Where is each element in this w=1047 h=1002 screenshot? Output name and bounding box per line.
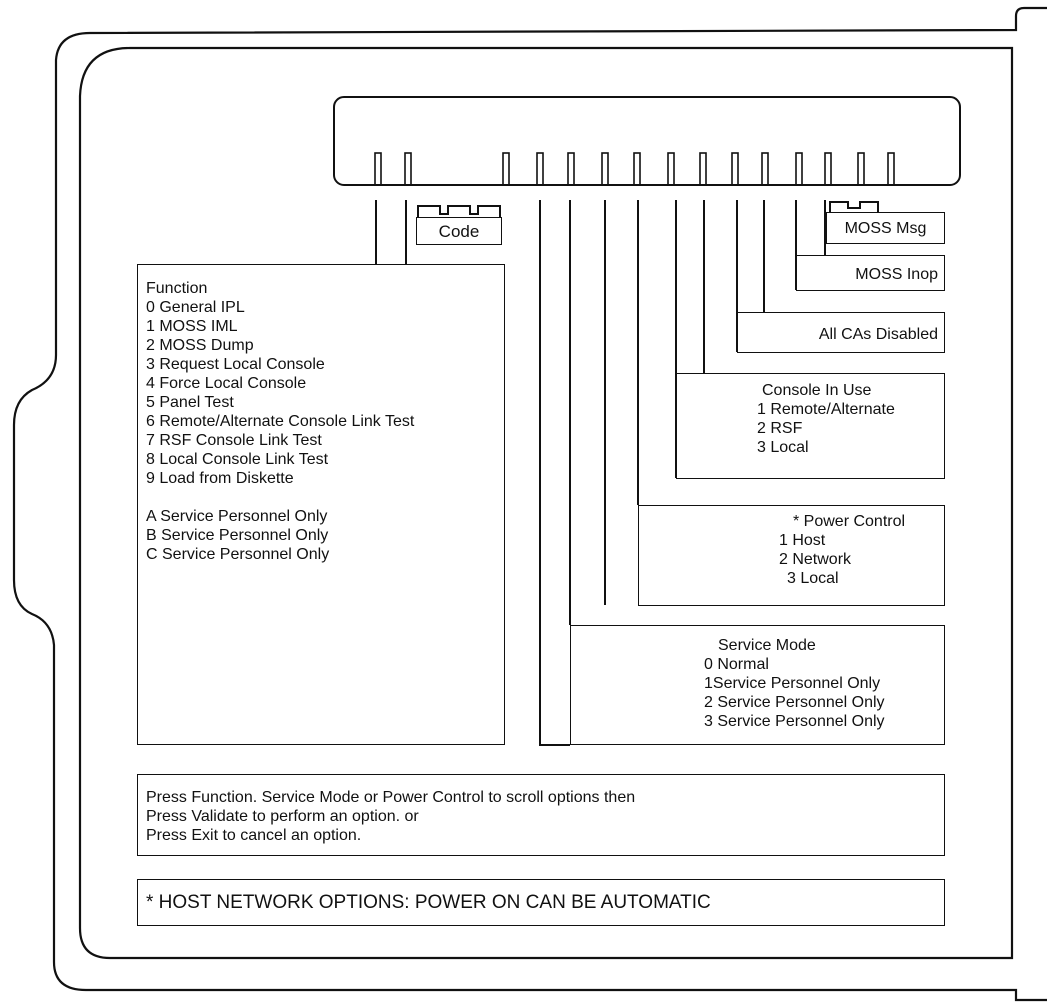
console-in-use-box: Console In Use 1 Remote/Alternate 2 RSF … [676, 373, 945, 479]
display-window [333, 96, 961, 186]
power-control-text: * Power Control 1 Host 2 Network 3 Local [779, 512, 944, 588]
service-mode-text: Service Mode 0 Normal 1Service Personnel… [704, 636, 944, 731]
service-mode-title: Service Mode [718, 637, 816, 654]
instruction-line: Press Function. Service Mode or Power Co… [146, 789, 636, 806]
all-cas-disabled-indicator: All CAs Disabled [737, 312, 945, 353]
code-box: Code [416, 217, 502, 245]
instruction-line: Press Exit to cancel an option. [146, 827, 362, 844]
power-option: 2 Network [779, 551, 852, 568]
footnote-text: * HOST NETWORK OPTIONS: POWER ON CAN BE … [146, 892, 711, 913]
outer-card-outline [12, 6, 1047, 1002]
instruction-line: Press Validate to perform an option. or [146, 808, 419, 825]
power-option: 3 Local [787, 570, 839, 587]
console-option: 1 Remote/Alternate [757, 401, 895, 418]
function-box: Function 0 General IPL 1 MOSS IML 2 MOSS… [137, 264, 505, 745]
code-label: Code [438, 222, 480, 241]
function-option: 3 Request Local Console [146, 356, 325, 373]
inner-card-outline [78, 46, 1014, 960]
service-mode-option: 0 Normal [704, 656, 769, 673]
service-mode-option: 3 Service Personnel Only [704, 713, 885, 730]
moss-msg-indicator: MOSS Msg [826, 212, 945, 244]
function-option: 6 Remote/Alternate Console Link Test [146, 413, 415, 430]
instructions-text: Press Function. Service Mode or Power Co… [146, 788, 635, 845]
function-option: 1 MOSS IML [146, 318, 238, 335]
moss-msg-label: MOSS Msg [844, 220, 927, 237]
service-mode-option: 2 Service Personnel Only [704, 694, 885, 711]
function-option: 4 Force Local Console [146, 375, 307, 392]
function-option: 0 General IPL [146, 299, 245, 316]
code-notches [417, 205, 501, 218]
footnote-box: * HOST NETWORK OPTIONS: POWER ON CAN BE … [137, 879, 945, 926]
console-in-use-title: Console In Use [762, 382, 872, 399]
function-option: 7 RSF Console Link Test [146, 432, 322, 449]
service-mode-option: 1Service Personnel Only [704, 675, 881, 692]
moss-inop-indicator: MOSS Inop [796, 255, 945, 291]
all-cas-disabled-label: All CAs Disabled [818, 326, 938, 343]
console-in-use-text: Console In Use 1 Remote/Alternate 2 RSF … [757, 381, 942, 457]
service-mode-leader [539, 200, 570, 746]
function-option: 2 MOSS Dump [146, 337, 254, 354]
power-control-box: * Power Control 1 Host 2 Network 3 Local [638, 505, 945, 606]
service-mode-box: Service Mode 0 Normal 1Service Personnel… [570, 625, 945, 745]
function-option: 5 Panel Test [146, 394, 234, 411]
function-title: Function [146, 280, 208, 297]
console-option: 2 RSF [757, 420, 803, 437]
function-option: 8 Local Console Link Test [146, 451, 329, 468]
function-service-option: C Service Personnel Only [146, 546, 330, 563]
moss-msg-notch [829, 201, 879, 212]
console-option: 3 Local [757, 439, 809, 456]
instructions-box: Press Function. Service Mode or Power Co… [137, 774, 945, 856]
power-option: 1 Host [779, 532, 826, 549]
function-leader [375, 200, 407, 265]
indicator-ticks [374, 152, 895, 186]
power-control-title: * Power Control [793, 513, 906, 530]
function-text: Function 0 General IPL 1 MOSS IML 2 MOSS… [146, 279, 414, 564]
moss-inop-label: MOSS Inop [855, 266, 938, 283]
function-service-option: B Service Personnel Only [146, 527, 329, 544]
function-option: 9 Load from Diskette [146, 470, 294, 487]
function-service-option: A Service Personnel Only [146, 508, 328, 525]
